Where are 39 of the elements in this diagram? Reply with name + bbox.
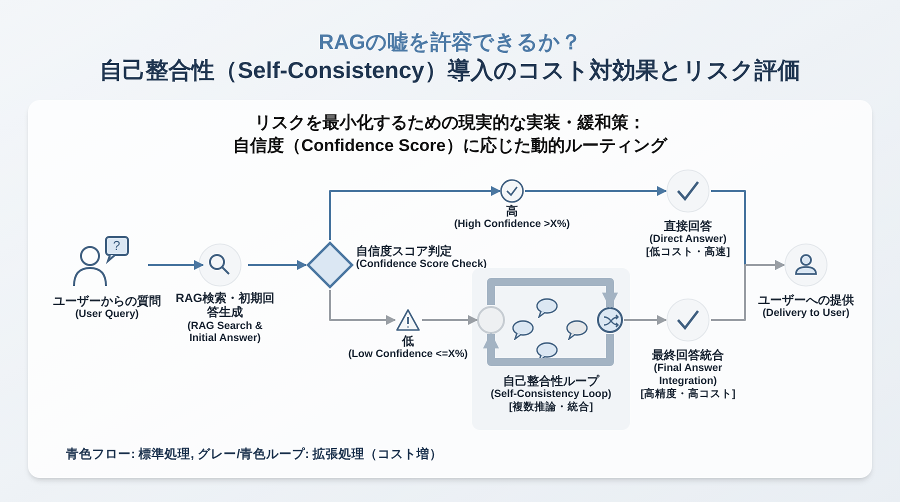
node-label: 低 — [402, 334, 414, 348]
node-label: 最終回答統合 — [652, 348, 724, 362]
node-label: (Delivery to User) — [762, 307, 850, 320]
node-label: [低コスト・高速] — [646, 246, 730, 259]
panel-heading: リスクを最小化するための現実的な実装・緩和策： — [254, 112, 646, 134]
arrow — [525, 186, 667, 196]
node-label: (Final Answer Integration) — [652, 362, 724, 388]
node-label: RAG検索・初期回答生成 — [175, 291, 275, 320]
node-label: (Low Confidence <=X%) — [348, 348, 468, 361]
arrow — [711, 260, 785, 321]
arrow — [422, 315, 478, 325]
arrow — [248, 260, 307, 270]
node-label: 高 — [506, 204, 518, 218]
title: RAGの嘘を許容できるか？ — [318, 30, 582, 56]
node-label: (Confidence Score Check) — [356, 258, 487, 271]
arrow — [624, 315, 667, 325]
node-label: (Self-Consistency Loop) — [490, 388, 612, 401]
node-label: [高精度・高コスト] — [640, 388, 736, 400]
node-label: [複数推論・統合] — [509, 400, 593, 414]
node-label: ユーザーへの提供 — [758, 293, 854, 308]
arrow — [483, 332, 614, 366]
node-label: (User Query) — [75, 308, 139, 321]
panel-heading: 自信度（Confidence Score）に応じた動的ルーティング — [233, 135, 667, 158]
node-label: (RAG Search & Initial Answer) — [186, 320, 264, 345]
loop-node — [477, 306, 505, 334]
arrow — [148, 260, 204, 270]
arrow — [487, 278, 618, 309]
node-label: 直接回答 — [664, 219, 712, 234]
node-label: (Direct Answer) — [649, 233, 727, 246]
arrow — [329, 186, 501, 240]
legend-note: 青色フロー: 標準処理, グレー/青色ループ: 拡張処理（コスト増） — [66, 446, 443, 463]
node-label: 自己整合性ループ — [503, 374, 599, 388]
node-label: (High Confidence >X%) — [454, 218, 570, 231]
question-mark: ? — [113, 239, 120, 252]
node-label: 自信度スコア判定 — [356, 244, 452, 258]
subtitle: 自己整合性（Self-Consistency）導入のコスト対効果とリスク評価 — [100, 56, 800, 85]
arrow — [329, 290, 396, 325]
node-label: ユーザーからの質問 — [53, 294, 161, 308]
loop-node — [597, 307, 623, 333]
